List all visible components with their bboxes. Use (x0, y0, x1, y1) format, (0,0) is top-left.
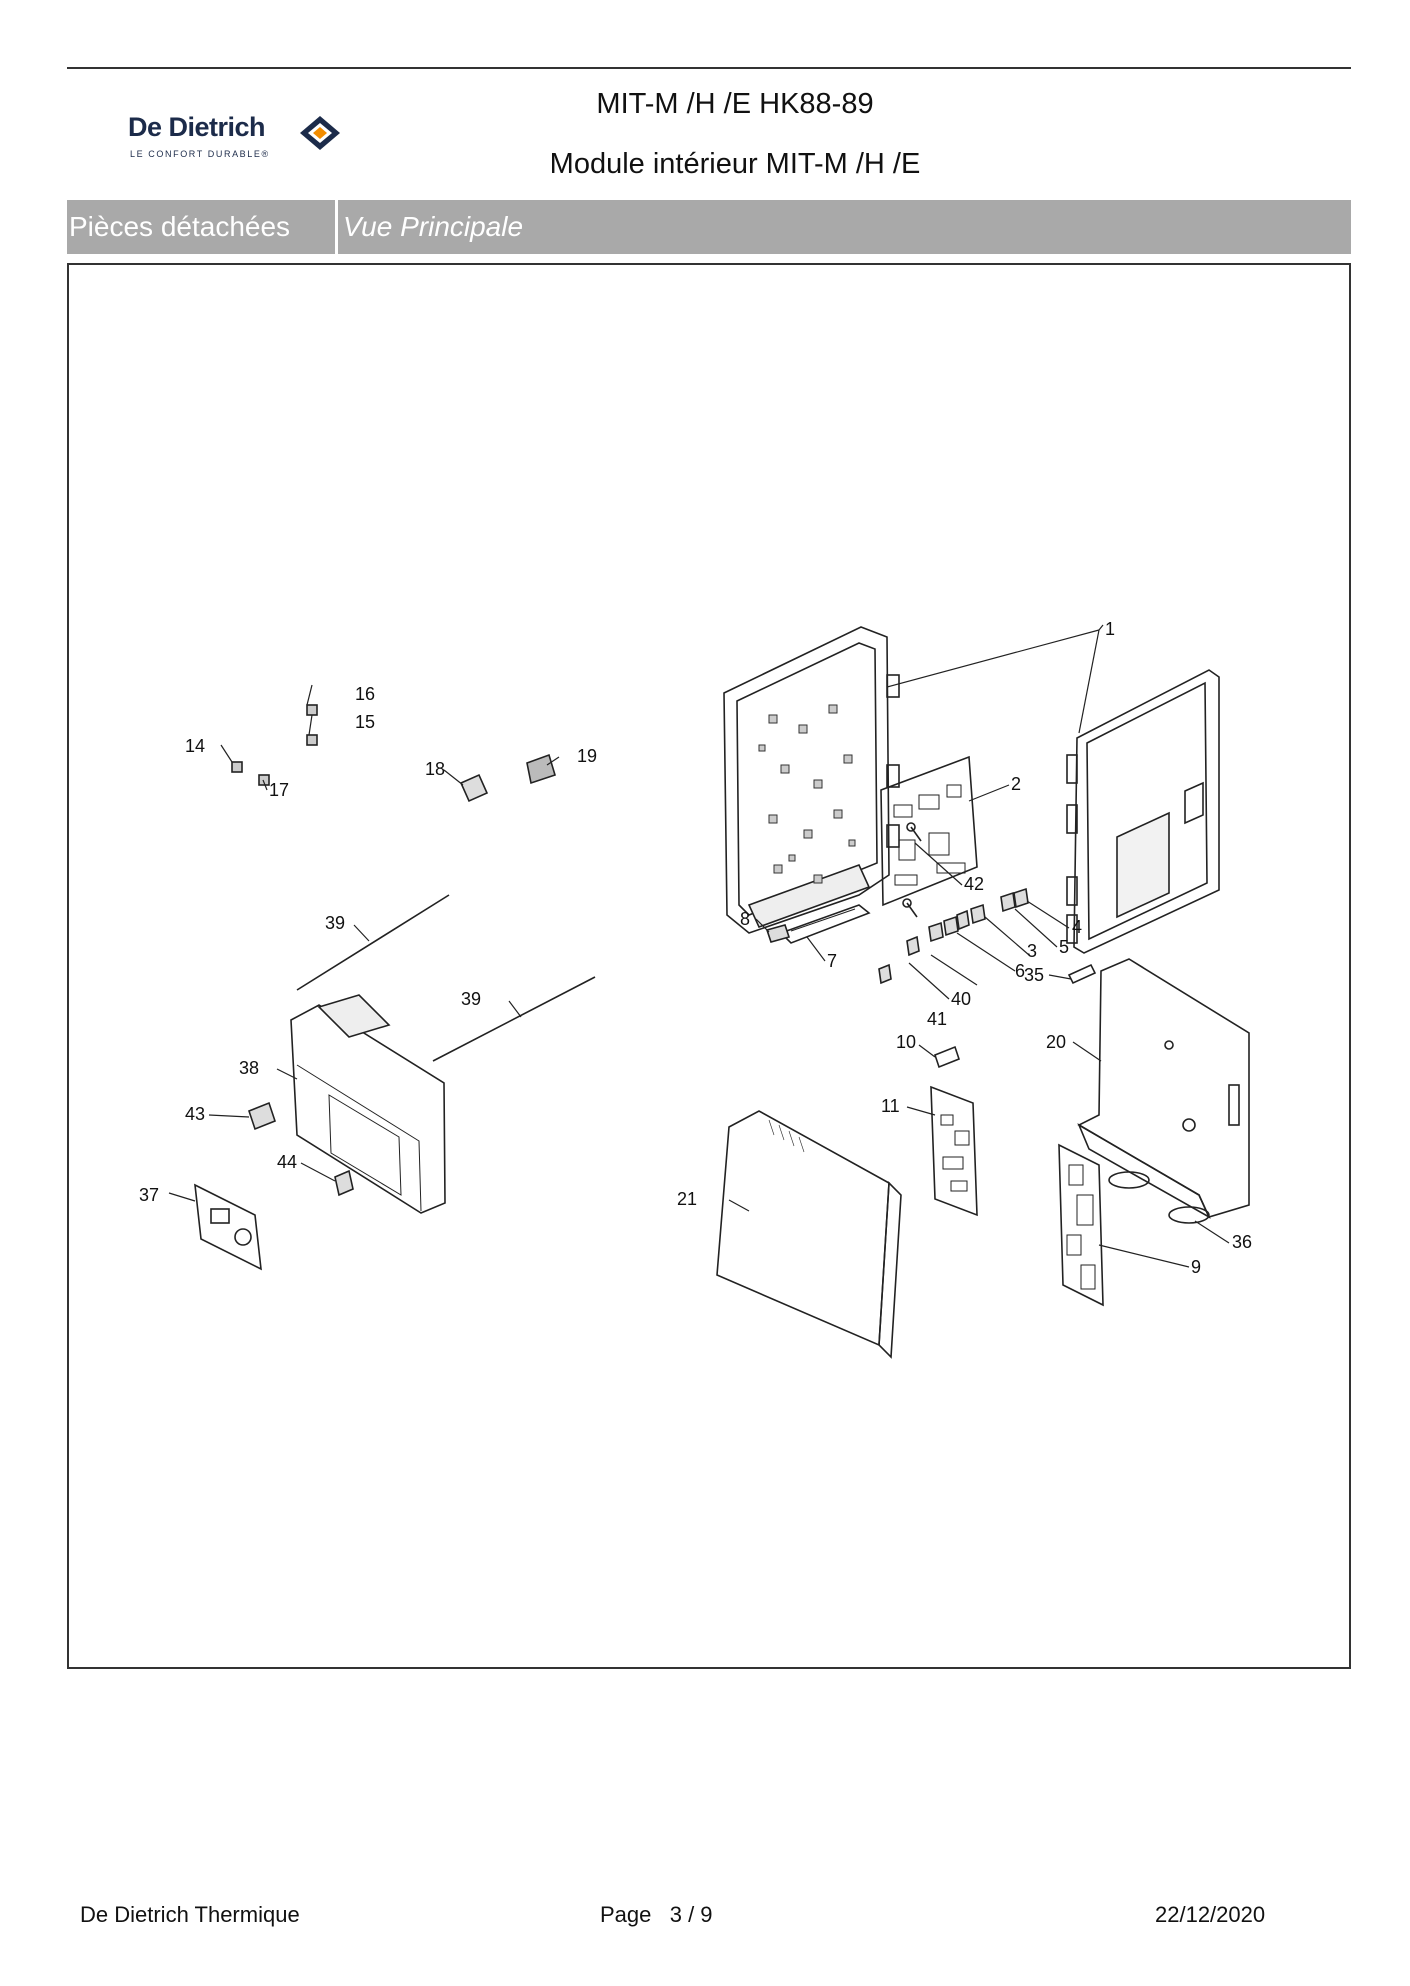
footer-company: De Dietrich Thermique (80, 1902, 300, 1927)
header-rule (67, 67, 1351, 69)
footer-page-number: 3 / 9 (669, 1902, 713, 1927)
brand-name: De Dietrich (128, 112, 266, 142)
callout-35: 35 (1024, 965, 1044, 985)
callout-16: 16 (355, 684, 375, 704)
grommet-part-8 (765, 924, 791, 943)
callout-20: 20 (1046, 1032, 1066, 1052)
exploded-view-diagram: 1 2 3 4 5 6 7 8 9 10 11 14 15 16 17 18 1… (139, 619, 1252, 1359)
callout-21: 21 (677, 1189, 697, 1209)
callout-4: 4 (1072, 917, 1082, 937)
callout-14: 14 (185, 736, 205, 756)
small-connector-parts (231, 704, 318, 786)
mounting-plate-part (1077, 958, 1250, 1219)
switch-part-19 (526, 753, 556, 785)
callout-44: 44 (277, 1152, 297, 1172)
callout-6: 6 (1015, 961, 1025, 981)
callout-41: 41 (927, 1009, 947, 1029)
callout-42: 42 (964, 874, 984, 894)
cable-gland-plate-part (779, 904, 871, 944)
callout-36: 36 (1232, 1232, 1252, 1252)
callout-11: 11 (881, 1096, 900, 1116)
callout-3: 3 (1027, 941, 1037, 961)
section-separator (335, 200, 338, 254)
callout-2: 2 (1011, 774, 1021, 794)
callout-40: 40 (951, 989, 971, 1009)
document-title: MIT-M /H /E HK88-89 (596, 88, 874, 120)
exploded-view-frame: 1 2 3 4 5 6 7 8 9 10 11 14 15 16 17 18 1… (67, 263, 1351, 1669)
callout-8: 8 (740, 909, 750, 929)
connector-part-10 (934, 1045, 960, 1069)
callout-1: 1 (1105, 619, 1115, 639)
screw-part-42 (902, 822, 922, 918)
brand-logo: De Dietrich LE CONFORT DURABLE® (128, 110, 348, 170)
front-casing-part-21 (716, 1110, 902, 1359)
callout-9: 9 (1191, 1257, 1201, 1277)
user-interface-part-37 (194, 1183, 262, 1271)
cable-part-39 (296, 894, 596, 1062)
footer-page: Page 3 / 9 (600, 1902, 713, 1928)
callout-15: 15 (355, 712, 375, 732)
control-box-frame-part-38 (290, 994, 446, 1214)
callout-19: 19 (577, 746, 597, 766)
view-label: Vue Principale (343, 211, 524, 242)
callout-39-upper: 39 (325, 913, 345, 933)
main-pcb-part (880, 755, 978, 907)
brand-diamond-icon (300, 116, 340, 150)
footer-date: 22/12/2020 (1155, 1902, 1266, 1927)
section-bar: Pièces détachées Vue Principale (67, 200, 1351, 254)
callout-17: 17 (269, 780, 289, 800)
footer-page-label: Page (600, 1902, 652, 1927)
cable-clip-parts (878, 887, 1029, 985)
connector-part-44 (334, 1169, 354, 1197)
sensor-part-18 (459, 773, 489, 803)
callout-43: 43 (185, 1104, 205, 1124)
callout-7: 7 (827, 951, 837, 971)
callout-38: 38 (239, 1058, 259, 1078)
document-subtitle: Module intérieur MIT-M /H /E (549, 148, 921, 180)
knob-part-43 (248, 1101, 276, 1131)
control-pcb-part-11 (930, 1085, 978, 1217)
brand-tagline: LE CONFORT DURABLE® (130, 149, 270, 159)
rear-housing-part (723, 626, 900, 934)
callout-10: 10 (896, 1032, 916, 1052)
callout-18: 18 (425, 759, 445, 779)
section-label: Pièces détachées (69, 211, 291, 242)
callout-39-lower: 39 (461, 989, 481, 1009)
callout-5: 5 (1059, 937, 1069, 957)
front-cover-part (1066, 669, 1220, 954)
callout-37: 37 (139, 1185, 159, 1205)
grommet-part-36 (1108, 1171, 1210, 1224)
terminal-pcb-part-9 (1058, 1143, 1104, 1307)
fastener-part-35 (1067, 963, 1097, 985)
